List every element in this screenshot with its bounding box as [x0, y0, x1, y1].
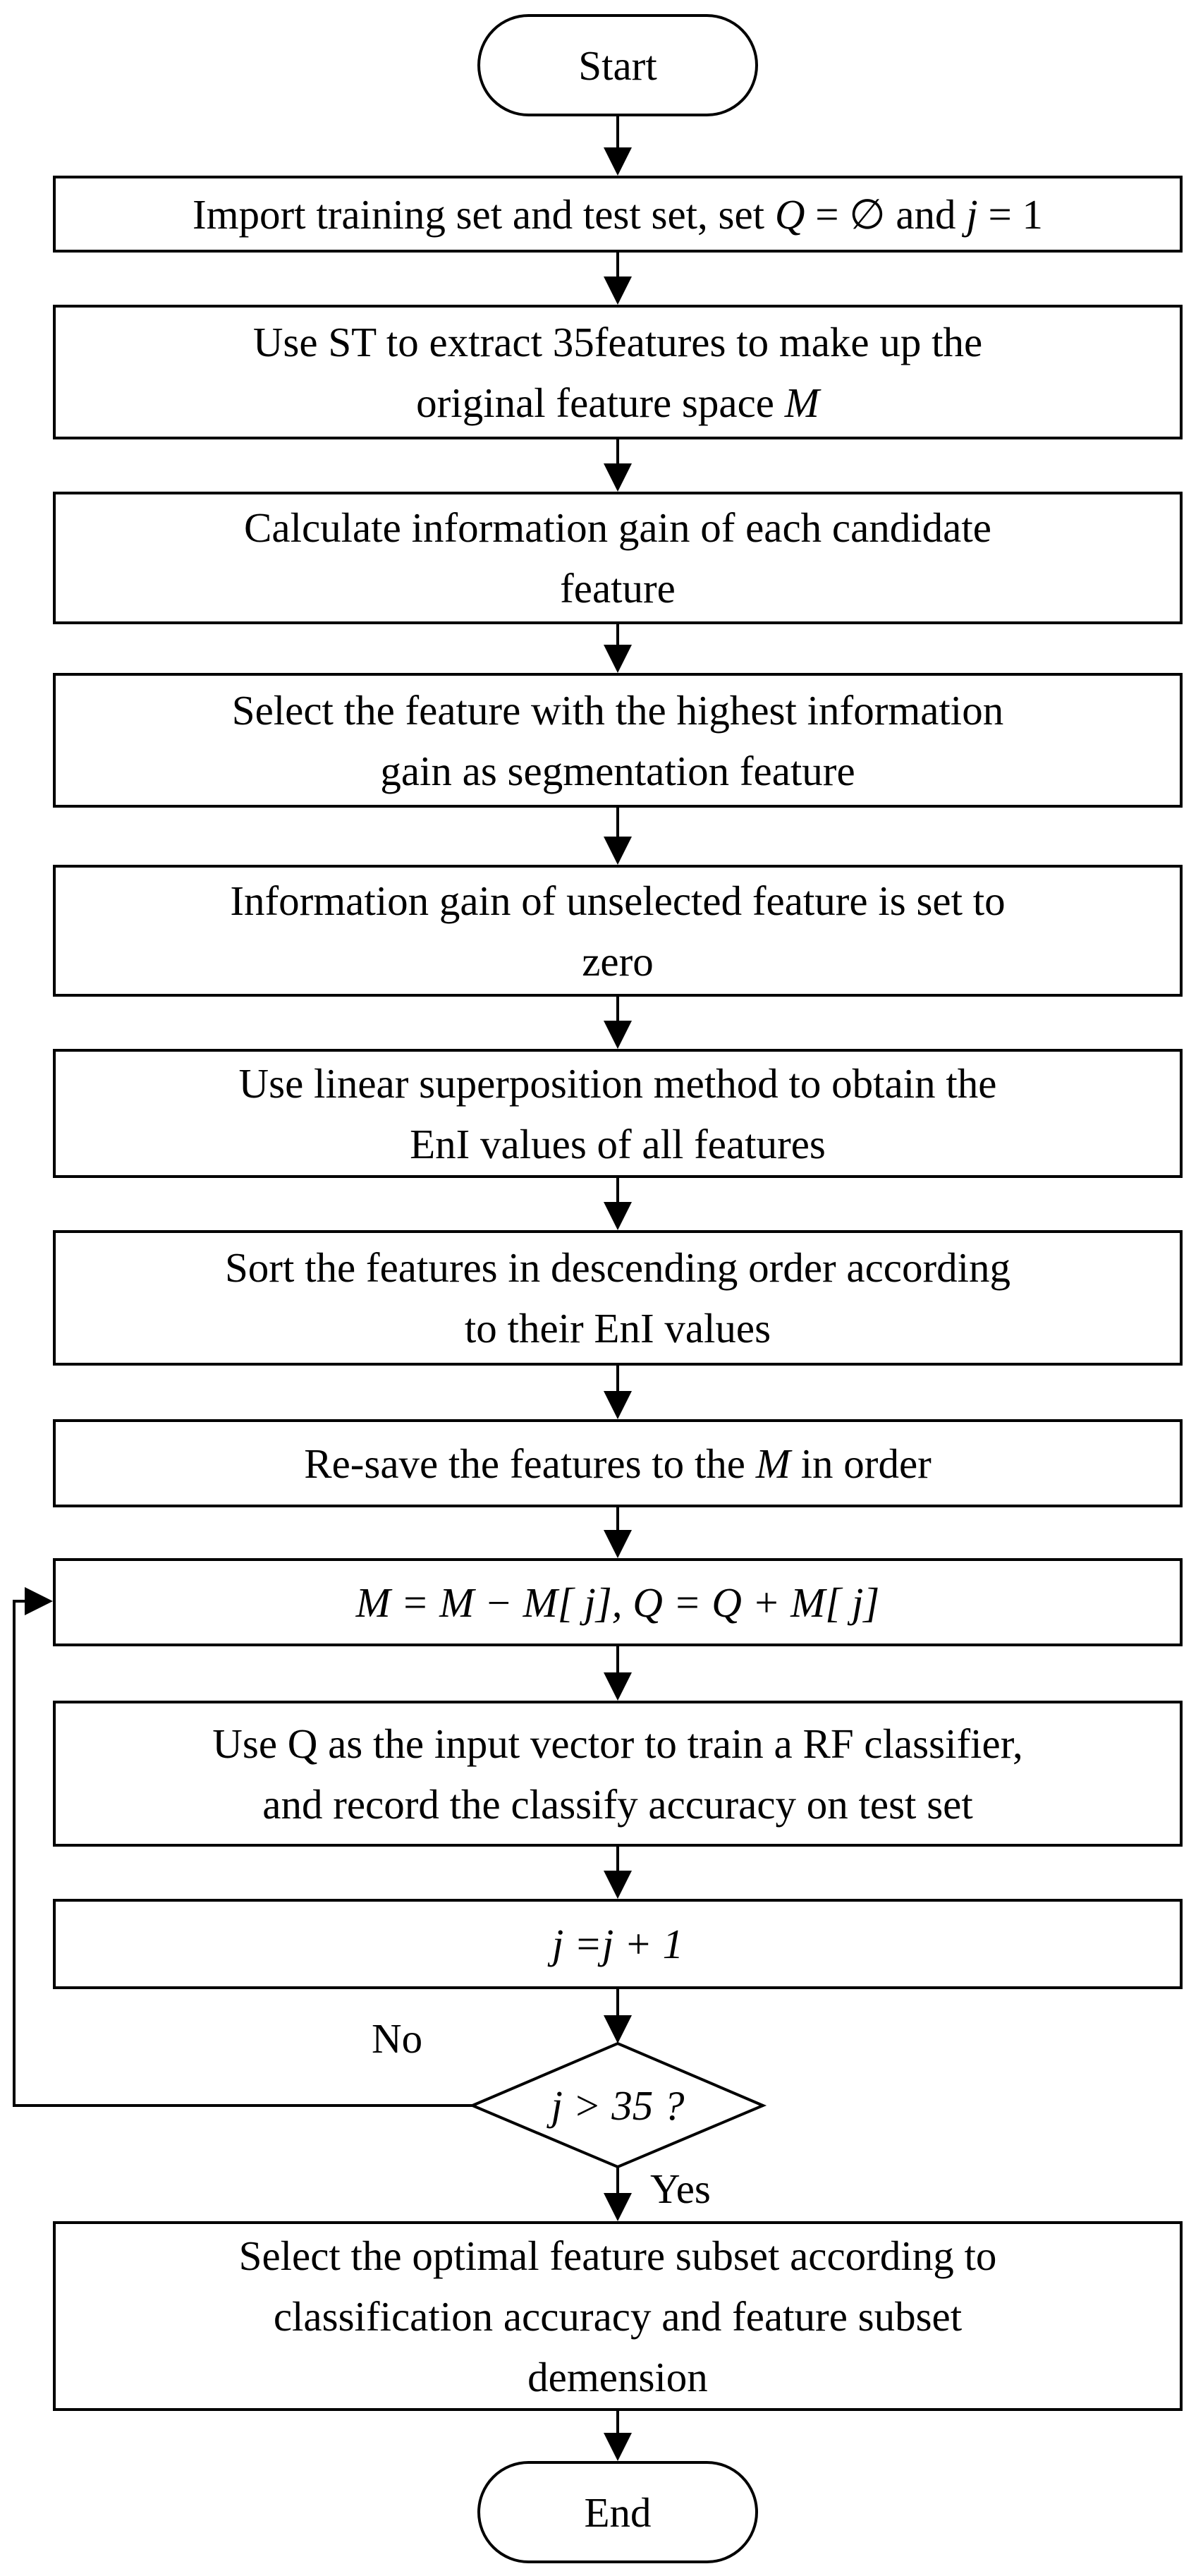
step-select-optimal-subset: Select the optimal feature subset accord…	[53, 2221, 1183, 2411]
step-sort-features: Sort the features in descending order ac…	[53, 1230, 1183, 1366]
loop-back-arrow-no	[13, 1587, 472, 2107]
step-import-data: Import training set and test set, set Q …	[53, 176, 1183, 253]
step-select-optimal-subset-text: Select the optimal feature subset accord…	[238, 2232, 997, 2400]
step-resave-features: Re-save the features to the M in order	[53, 1419, 1183, 1507]
step-increment-j: j =j + 1	[53, 1899, 1183, 1989]
step-extract-features-text: Use ST to extract 35features to make up …	[252, 318, 983, 426]
step-select-highest-gain: Select the feature with the highest info…	[53, 673, 1183, 808]
start-terminal: Start	[477, 14, 758, 116]
step-sort-features-text: Sort the features in descending order ac…	[224, 1244, 1011, 1351]
decision-yes-label: Yes	[650, 2165, 711, 2212]
decision-no-label: No	[372, 2015, 423, 2062]
step-zero-unselected-gain-text: Information gain of unselected feature i…	[230, 877, 1006, 985]
start-label: Start	[578, 42, 657, 89]
end-terminal: End	[477, 2461, 758, 2563]
step-import-data-text: Import training set and test set, set Q …	[193, 190, 1043, 238]
decision-diamond	[468, 2041, 767, 2169]
step-calc-information-gain: Calculate information gain of each candi…	[53, 492, 1183, 624]
end-label: End	[584, 2489, 652, 2536]
step-update-sets: M = M − M[ j], Q = Q + M[ j]	[53, 1558, 1183, 1646]
step-resave-features-text: Re-save the features to the M in order	[304, 1440, 932, 1487]
step-select-highest-gain-text: Select the feature with the highest info…	[231, 686, 1004, 794]
step-extract-features: Use ST to extract 35features to make up …	[53, 305, 1183, 439]
step-linear-superposition-text: Use linear superposition method to obtai…	[238, 1059, 997, 1167]
decision-condition: j > 35 ?	[551, 2082, 685, 2129]
step-increment-j-formula: j =j + 1	[551, 1921, 684, 1967]
step-train-rf-classifier-text: Use Q as the input vector to train a RF …	[212, 1720, 1023, 1828]
step-linear-superposition: Use linear superposition method to obtai…	[53, 1049, 1183, 1178]
step-zero-unselected-gain: Information gain of unselected feature i…	[53, 865, 1183, 997]
step-update-sets-formula: M = M − M[ j], Q = Q + M[ j]	[355, 1579, 880, 1626]
step-train-rf-classifier: Use Q as the input vector to train a RF …	[53, 1701, 1183, 1847]
step-calc-information-gain-text: Calculate information gain of each candi…	[244, 504, 991, 612]
